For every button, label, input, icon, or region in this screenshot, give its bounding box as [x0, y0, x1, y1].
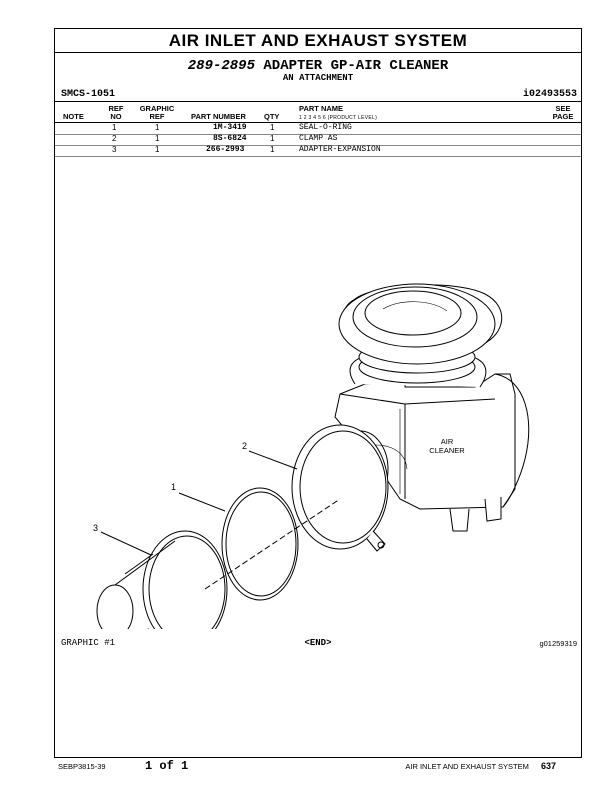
section-title: AIR INLET AND EXHAUST SYSTEM	[55, 29, 581, 53]
row-part-number: 1M-3419	[213, 123, 247, 132]
header-graphic-ref-line1: GRAPHIC	[139, 104, 175, 113]
page-frame: AIR INLET AND EXHAUST SYSTEM 289-2895 AD…	[54, 28, 582, 758]
air-cleaner-label-line1: AIR	[441, 437, 454, 446]
air-cleaner-cap	[338, 283, 503, 388]
exploded-view-drawing: 2 1 3 AIR CLEANER	[93, 283, 530, 629]
o-ring-seal-part	[221, 487, 299, 601]
row-qty: 1	[270, 123, 275, 132]
row-graphic-ref: 1	[155, 123, 160, 132]
header-ref-no: REF NO	[105, 105, 127, 121]
header-part-name: PART NAME	[299, 104, 344, 113]
header-graphic-ref-line2: REF	[149, 112, 165, 121]
row-divider	[55, 134, 581, 135]
header-product-level: 1 2 3 4 5 6 (PRODUCT LEVEL)	[299, 115, 378, 121]
row-part-name: SEAL-O-RING	[299, 123, 352, 132]
row-divider	[55, 145, 581, 146]
header-note: NOTE	[63, 112, 84, 121]
header-ref-no-line2: NO	[110, 112, 122, 121]
footer-page-number: 637	[540, 761, 556, 771]
row-ref-no: 1	[112, 123, 117, 132]
row-part-number: 266-2993	[206, 145, 245, 154]
header-see-page-line2: PAGE	[552, 112, 574, 121]
leader-line	[100, 531, 152, 556]
row-ref-no: 3	[112, 145, 117, 154]
callout-3: 3	[93, 523, 98, 533]
footer-right: AIR INLET AND EXHAUST SYSTEM 637	[405, 761, 556, 771]
smcs-code: SMCS-1051	[61, 89, 116, 100]
leader-line	[248, 450, 298, 470]
attachment-label: AN ATTACHMENT	[282, 73, 354, 83]
graphic-code: g01259319	[539, 639, 577, 648]
row-graphic-ref: 1	[155, 134, 160, 143]
row-part-number: 8S-6824	[213, 134, 247, 143]
callout-2: 2	[242, 441, 247, 451]
clamp-part	[291, 424, 389, 552]
header-ref-no-line1: REF	[108, 104, 124, 113]
header-see-page-line1: SEE	[555, 104, 571, 113]
footer-section: AIR INLET AND EXHAUST SYSTEM	[405, 762, 529, 771]
leader-line	[178, 492, 226, 512]
ident-code: i02493553	[522, 89, 577, 100]
assembly-axis-line	[204, 498, 341, 590]
row-qty: 1	[270, 134, 275, 143]
row-qty: 1	[270, 145, 275, 154]
row-graphic-ref: 1	[155, 145, 160, 154]
table-top-rule	[55, 101, 581, 102]
header-bottom-rule	[55, 122, 581, 123]
air-cleaner-label-line2: CLEANER	[429, 446, 465, 455]
end-marker: <END>	[304, 638, 332, 648]
row-part-name: CLAMP AS	[299, 134, 338, 143]
header-part-number: PART NUMBER	[191, 112, 246, 121]
footer-doc-number: SEBP3815-39	[58, 762, 106, 771]
footer-page-of: 1 of 1	[145, 759, 189, 773]
row-part-name: ADAPTER-EXPANSION	[299, 145, 381, 154]
callout-1: 1	[171, 482, 176, 492]
header-see-page: SEE PAGE	[549, 105, 577, 121]
header-graphic-ref: GRAPHIC REF	[137, 105, 177, 121]
row-ref-no: 2	[112, 134, 117, 143]
graphic-label: GRAPHIC #1	[61, 638, 116, 648]
group-part-title: ADAPTER GP-AIR CLEANER	[263, 58, 449, 74]
row-divider	[55, 156, 581, 157]
group-part-number: 289-2895	[187, 58, 255, 74]
expansion-adapter-part	[96, 530, 228, 629]
header-qty: QTY	[264, 112, 280, 121]
part-heading: 289-2895 ADAPTER GP-AIR CLEANER	[55, 58, 581, 74]
